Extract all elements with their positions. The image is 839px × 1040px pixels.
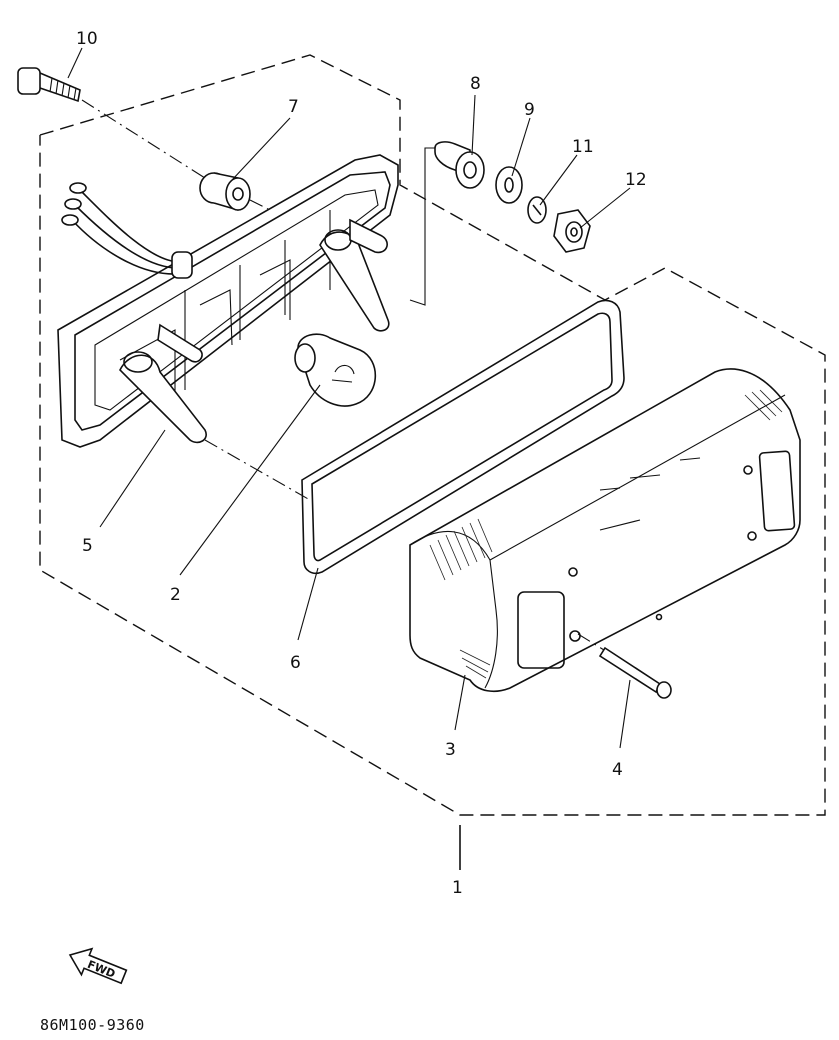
screw-axis-line [577,633,605,651]
drawing-code: 86M100-9360 [40,1016,145,1034]
leader-7 [231,117,291,181]
callout-5: 5 [82,536,93,556]
bolt-part [17,67,81,103]
callout-8: 8 [470,74,481,94]
leader-8 [471,94,476,156]
grommet-part [199,172,251,211]
leader-10 [67,47,83,79]
leader-9 [511,117,531,177]
callout-2: 2 [170,585,181,605]
callout-7: 7 [288,97,299,117]
leader-4 [619,679,631,749]
lamp-base-part [57,154,399,448]
callout-9: 9 [524,100,535,120]
assembly-boundary [39,54,826,816]
callout-3: 3 [445,740,456,760]
leader-5 [99,429,166,528]
callout-1: 1 [452,878,463,898]
callout-11: 11 [572,137,594,157]
screw-part [598,646,672,699]
gasket-part [301,299,625,575]
fwd-label: FWD [86,958,118,981]
callout-6: 6 [290,653,301,673]
callout-12: 12 [625,170,647,190]
collar-part [434,141,485,189]
callout-4: 4 [612,760,623,780]
leader-3 [454,674,466,731]
washer-part [495,166,523,204]
bulb-part [294,333,377,407]
nut-part [553,209,591,253]
leader-2 [179,384,321,576]
leader-6 [297,567,319,641]
leader-11 [539,154,578,206]
fwd-arrow-icon: FWD [68,947,128,985]
callout-10: 10 [76,29,98,49]
bolt-axis-line [81,99,206,179]
leader-12 [579,187,631,229]
wire-harness [61,182,193,279]
collar-bracket-line [409,147,435,306]
lens-part [409,368,801,693]
